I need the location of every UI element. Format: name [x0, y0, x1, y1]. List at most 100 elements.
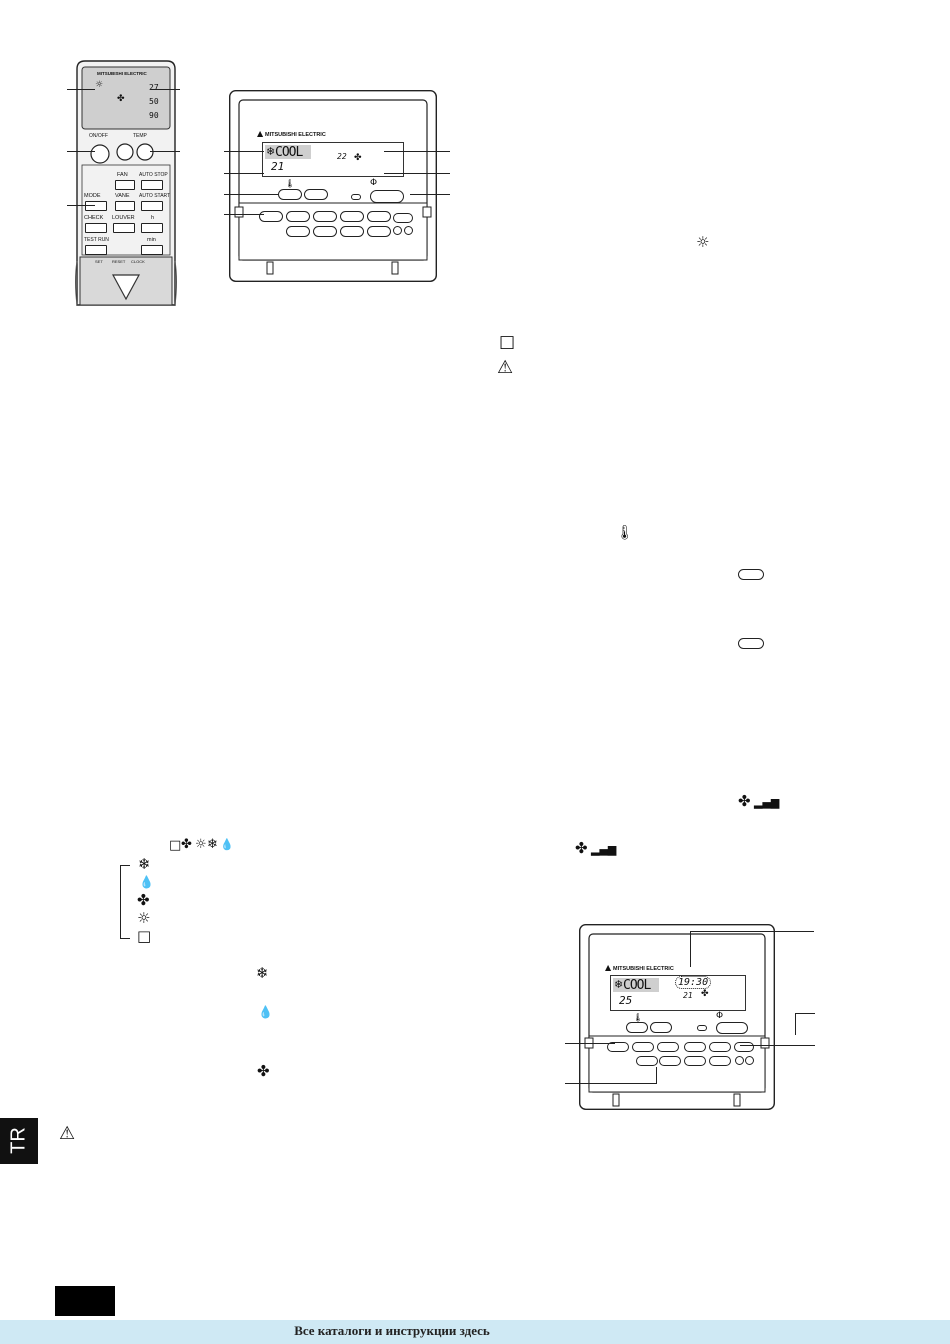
footer-bar — [0, 1320, 950, 1344]
controller-bottom-room-temp: 21 — [683, 991, 693, 1000]
controller-bottom-mode-text: COOL — [623, 978, 651, 993]
remote-louver-button[interactable] — [113, 223, 135, 233]
wired-controller-bottom: ▲ MITSUBISHI ELECTRIC ❄ COOL 19:30 25 21… — [578, 923, 776, 1111]
remote-vane-label: VANE — [115, 193, 130, 199]
controller-bottom-vane-button[interactable] — [709, 1042, 731, 1052]
controller-bottom-down-button[interactable] — [636, 1056, 658, 1066]
controller-top-temp-up-button[interactable] — [304, 189, 328, 200]
controller-top-onoff-button[interactable] — [370, 190, 404, 203]
remote-min-button[interactable] — [141, 245, 163, 255]
controller-top-room-temp: 22 — [337, 152, 347, 161]
remote-fan-button[interactable] — [115, 180, 135, 190]
remote-brand: MITSUBISHI ELECTRIC — [97, 71, 147, 76]
mode-bracket — [120, 938, 130, 939]
callout-line — [565, 1043, 615, 1044]
controller-top-up-button[interactable] — [313, 226, 337, 237]
controller-top-fan-button[interactable] — [340, 211, 364, 222]
mode-sequence-heat-icon: ☼ — [195, 837, 207, 852]
controller-top-test-button[interactable] — [404, 226, 413, 235]
controller-bottom-vent-button[interactable] — [709, 1056, 731, 1066]
callout-line — [795, 1013, 796, 1035]
controller-bottom-timer-button[interactable] — [632, 1042, 654, 1052]
controller-bottom-up-button[interactable] — [659, 1056, 681, 1066]
callout-line — [150, 151, 180, 152]
remote-check-button[interactable] — [85, 223, 107, 233]
wired-controller-top: MITSUBISHI ELECTRIC ▲ COOL ❄ 21 22 ✤ 🌡 Φ — [228, 89, 438, 283]
cool-mode-icon: ❄ — [256, 964, 269, 982]
controller-bottom-mode-box — [613, 978, 659, 992]
mode-sequence-fan-icon: ✤ — [181, 837, 192, 852]
remote-lcd-temp-1: 27 — [149, 83, 159, 92]
controller-top-down-button[interactable] — [286, 226, 310, 237]
controller-top-set-temp: 21 — [271, 160, 285, 173]
remote-vane-button[interactable] — [115, 201, 135, 211]
callout-line — [656, 1067, 657, 1083]
remote-mode-button[interactable] — [85, 201, 107, 211]
controller-top-check-button[interactable] — [393, 226, 402, 235]
remote-temp-up-button[interactable] — [137, 144, 153, 160]
callout-line — [384, 151, 450, 152]
controller-top-vent-button[interactable] — [367, 226, 391, 237]
remote-auto-stop-label: AUTO STOP — [139, 172, 168, 178]
controller-bottom-temp-icon: 🌡 — [633, 1013, 644, 1022]
controller-top-louver-button[interactable] — [340, 226, 364, 237]
controller-top-clock-button[interactable] — [313, 211, 337, 222]
remote-lcd-temp-3: 90 — [149, 111, 159, 120]
controller-bottom-onoff-button[interactable] — [716, 1022, 748, 1034]
remote-onoff-label: ON/OFF — [89, 133, 108, 139]
remote-auto-stop-button[interactable] — [141, 180, 163, 190]
remote-h-label: h — [151, 215, 155, 221]
controller-bottom-temp-up-button[interactable] — [650, 1022, 672, 1033]
callout-line — [67, 151, 95, 152]
remote-auto-start-label: AUTO START — [139, 193, 171, 199]
controller-bottom-clock-button[interactable] — [657, 1042, 679, 1052]
mode-list-fan-icon: ✤ — [137, 891, 150, 909]
controller-top-mode-button[interactable] — [259, 211, 283, 222]
controller-bottom-check-button[interactable] — [735, 1056, 744, 1065]
remote-temp-label: TEMP — [133, 133, 147, 139]
remote-test-run-button[interactable] — [85, 245, 107, 255]
controller-bottom-fan-button[interactable] — [684, 1042, 706, 1052]
controller-bottom-louver-button[interactable] — [684, 1056, 706, 1066]
controller-bottom-clock: 19:30 — [675, 976, 712, 989]
page-number-box — [55, 1286, 115, 1316]
controller-top-temp-down-button[interactable] — [278, 189, 302, 200]
remote-h-button[interactable] — [141, 223, 163, 233]
controller-top-timer-button[interactable] — [286, 211, 310, 222]
mode-bracket — [120, 865, 130, 866]
mode-list-cool-icon: ❄ — [138, 855, 151, 873]
remote-lcd-heat-icon: ☼ — [95, 80, 104, 90]
heat-icon: ☼ — [696, 233, 710, 251]
remote-onoff-button[interactable] — [91, 145, 109, 163]
callout-line — [67, 89, 95, 90]
remote-lcd-temp-2: 50 — [149, 97, 159, 106]
square-icon: □ — [499, 332, 516, 352]
controller-bottom-mode-button[interactable] — [607, 1042, 629, 1052]
remote-clock-label: CLOCK — [131, 259, 145, 264]
mode-sequence-square-icon: □ — [169, 838, 182, 853]
controller-top-mode-box — [265, 145, 311, 159]
callout-line — [384, 173, 450, 174]
remote-auto-start-button[interactable] — [141, 201, 163, 211]
remote-fan-label: FAN — [117, 172, 128, 178]
controller-top-vane-button[interactable] — [367, 211, 391, 222]
temp-icon: 🌡 — [616, 525, 634, 541]
footer-link[interactable]: Все каталоги и инструкции здесь — [294, 1323, 490, 1338]
remote-reset-label: RESET — [112, 259, 126, 264]
controller-bottom-test-button[interactable] — [745, 1056, 754, 1065]
language-tab-label: TR — [7, 1127, 30, 1154]
controller-bottom-operation-lamp — [697, 1025, 707, 1031]
mode-sequence-dry-icon: 💧 — [220, 838, 234, 851]
temp-up-button-icon — [738, 638, 764, 649]
remote-temp-down-button[interactable] — [117, 144, 133, 160]
mode-sequence-cool-icon: ❄ — [207, 837, 218, 852]
temp-down-button-icon — [738, 569, 764, 580]
controller-bottom-enter-button[interactable] — [734, 1042, 754, 1052]
controller-top-enter-button[interactable] — [393, 213, 413, 223]
controller-bottom-temp-down-button[interactable] — [626, 1022, 648, 1033]
callout-line — [224, 151, 264, 152]
controller-top-brand: MITSUBISHI ELECTRIC — [265, 132, 326, 138]
callout-line — [795, 1013, 815, 1014]
remote-check-label: CHECK — [84, 215, 104, 221]
remote-control: MITSUBISHI ELECTRIC 27 50 90 ☼ ✤ ON/OFF … — [75, 60, 177, 306]
